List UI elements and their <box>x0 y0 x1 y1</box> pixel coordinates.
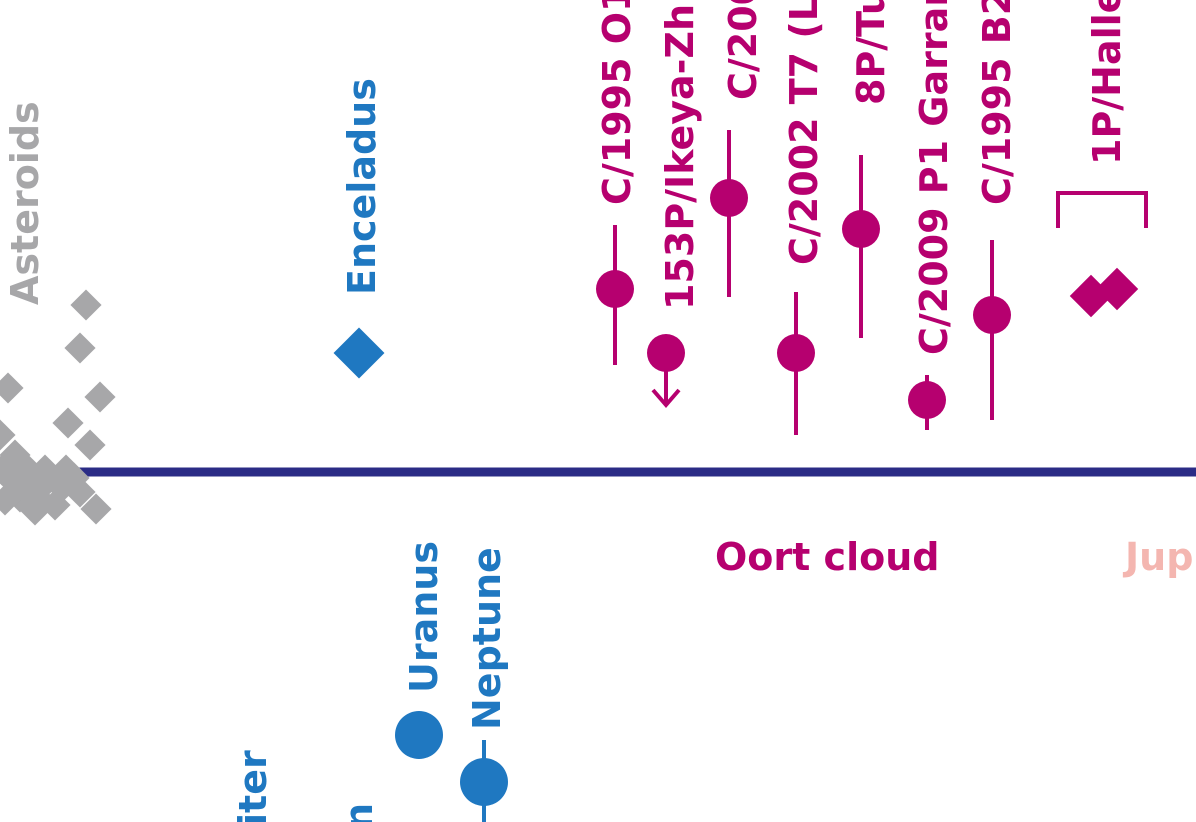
marker-153p <box>647 334 685 409</box>
label-uranus: Uranus <box>402 541 446 693</box>
asteroid-marker <box>29 454 61 486</box>
label-saturn-partial: n <box>337 803 381 822</box>
asteroid-marker <box>64 476 96 508</box>
asteroid-marker <box>52 407 84 439</box>
asteroid-marker <box>0 484 21 516</box>
label-asteroids: Asteroids <box>3 101 47 305</box>
point-c2009-p1 <box>908 381 946 419</box>
label-c1995-b2: C/1995 B2 <box>975 0 1019 205</box>
asteroid-marker <box>0 372 24 404</box>
bracket-1p-halley <box>1056 191 1148 228</box>
marker-c2002-t7 <box>777 292 815 435</box>
marker-c1995-b2 <box>973 240 1011 420</box>
asteroid-marker <box>74 429 106 461</box>
point-153p <box>647 334 685 372</box>
label-c2002-t7: C/2002 T7 (L <box>782 0 826 265</box>
asteroid-marker <box>84 381 116 413</box>
label-neptune: Neptune <box>465 547 509 730</box>
asteroid-marker <box>50 454 82 486</box>
marker-uranus <box>395 711 443 759</box>
label-c200: C/200 <box>721 0 765 100</box>
asteroid-marker <box>64 332 96 364</box>
point-neptune <box>460 758 508 806</box>
point-c200 <box>710 179 748 217</box>
asteroid-markers <box>0 289 116 526</box>
point-8p <box>842 210 880 248</box>
upper-limit-arrow-153p <box>651 388 681 409</box>
label-153p: 153P/Ikeya-Zh <box>658 4 702 310</box>
point-c2002-t7 <box>777 334 815 372</box>
label-oort-cloud: Oort cloud <box>715 535 939 579</box>
label-enceladus: Enceladus <box>340 78 384 295</box>
point-c1995-b2 <box>973 296 1011 334</box>
asteroid-marker <box>0 419 16 451</box>
label-1p-halley: 1P/Halle <box>1085 0 1129 165</box>
label-jupiter-partial: iter <box>231 750 275 822</box>
point-c1995-o1 <box>596 270 634 308</box>
marker-c200 <box>710 130 748 297</box>
marker-enceladus <box>333 327 385 379</box>
label-8p: 8P/Tu <box>849 0 893 105</box>
marker-c1995-o1 <box>596 225 634 365</box>
marker-c2009-p1 <box>908 375 946 430</box>
label-c2009-p1: C/2009 P1 Garrar <box>912 0 956 355</box>
asteroid-marker <box>0 439 31 471</box>
label-c1995-o1: C/1995 O1 <box>595 0 639 205</box>
point-1p-halley-b <box>1095 267 1139 311</box>
label-jupiter-family-partial: Jup <box>1122 535 1193 579</box>
asteroid-marker <box>70 289 102 321</box>
marker-neptune <box>460 740 508 822</box>
marker-1p-halley <box>1056 191 1148 318</box>
marker-8p <box>842 155 880 338</box>
